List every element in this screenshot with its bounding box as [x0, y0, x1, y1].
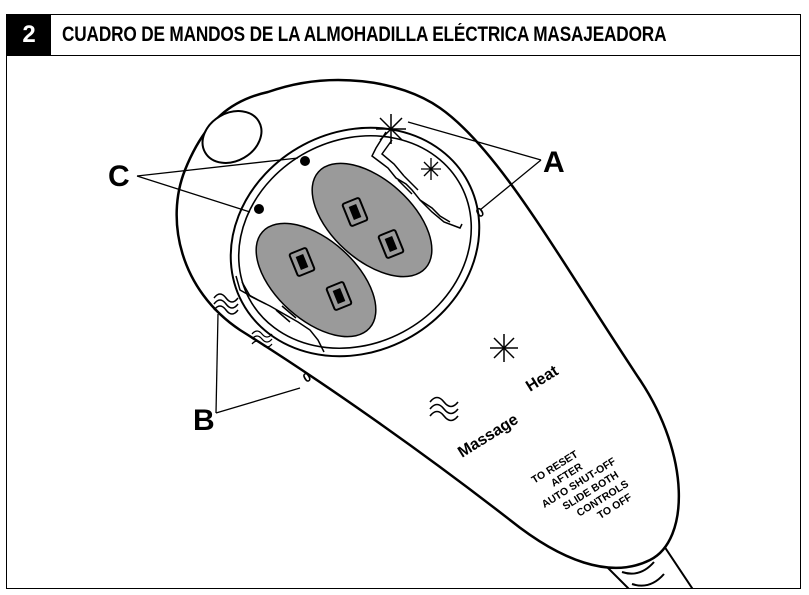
- massage-high-icon: [213, 293, 239, 315]
- massage-slider-button[interactable]: [236, 202, 397, 358]
- callout-a: A: [543, 146, 565, 179]
- massage-indicator-light: [254, 204, 264, 214]
- header-bar: 2 CUADRO DE MANDOS DE LA ALMOHADILLA ELÉ…: [7, 15, 800, 56]
- step-number-badge: 2: [7, 15, 51, 55]
- massage-low-icon: [251, 330, 273, 348]
- strap-hole: [201, 110, 263, 164]
- heat-low-icon: [421, 158, 441, 180]
- control-panel-inner-ring: [237, 134, 473, 350]
- massage-level-markings: [235, 275, 325, 353]
- heat-indicator-light: [300, 156, 310, 166]
- remote-body: [175, 78, 681, 569]
- diagram-title: CUADRO DE MANDOS DE LA ALMOHADILLA ELÉCT…: [62, 23, 667, 46]
- callout-lines: [136, 121, 542, 414]
- heat-function-icon: [490, 334, 518, 362]
- heat-slider-button[interactable]: [292, 142, 453, 298]
- heat-level-markings: [371, 131, 463, 229]
- callout-c: C: [108, 160, 130, 193]
- callout-b: B: [193, 404, 215, 437]
- massage-function-icon: [429, 396, 459, 422]
- heat-high-icon: [376, 114, 406, 144]
- control-panel-outer-ring: [229, 126, 481, 358]
